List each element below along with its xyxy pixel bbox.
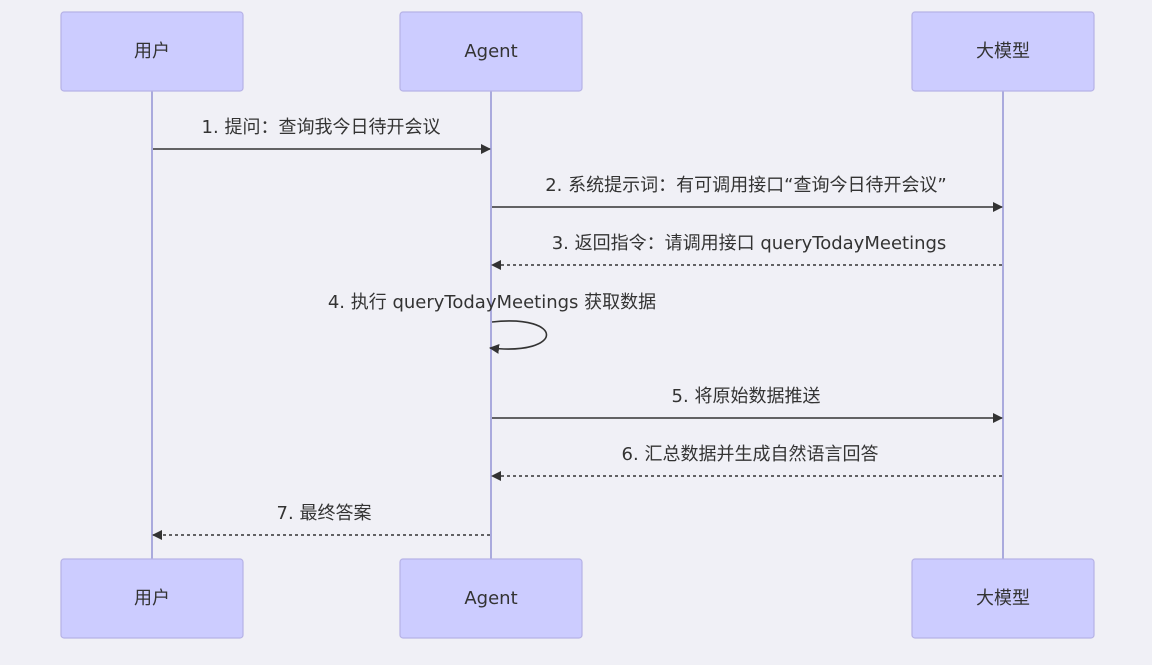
message-label: 3. 返回指令：请调用接口 queryTodayMeetings — [552, 233, 947, 254]
message-6: 6. 汇总数据并生成自然语言回答 — [491, 444, 1002, 481]
actor-user-bottom: 用户 — [60, 558, 244, 639]
message-label: 4. 执行 queryTodayMeetings 获取数据 — [328, 292, 656, 313]
message-label: 6. 汇总数据并生成自然语言回答 — [622, 444, 879, 465]
actor-label: Agent — [464, 588, 517, 609]
actor-agent-top: Agent — [399, 11, 583, 92]
message-2: 2. 系统提示词：有可调用接口“查询今日待开会议” — [492, 175, 1003, 212]
message-7: 7. 最终答案 — [152, 503, 490, 540]
actor-llm-top: 大模型 — [911, 11, 1095, 92]
message-label: 5. 将原始数据推送 — [672, 386, 821, 407]
actor-user-top: 用户 — [60, 11, 244, 92]
message-3: 3. 返回指令：请调用接口 queryTodayMeetings — [491, 233, 1002, 270]
actor-label: 大模型 — [976, 588, 1030, 609]
message-4: 4. 执行 queryTodayMeetings 获取数据 — [328, 292, 656, 354]
actor-label: 用户 — [134, 588, 170, 609]
message-label: 2. 系统提示词：有可调用接口“查询今日待开会议” — [545, 175, 947, 196]
actor-label: 用户 — [134, 41, 170, 62]
message-label: 1. 提问：查询我今日待开会议 — [202, 117, 441, 138]
message-label: 7. 最终答案 — [277, 503, 372, 524]
actor-label: 大模型 — [976, 41, 1030, 62]
message-5: 5. 将原始数据推送 — [492, 386, 1003, 423]
actor-agent-bottom: Agent — [399, 558, 583, 639]
actor-label: Agent — [464, 41, 517, 62]
message-1: 1. 提问：查询我今日待开会议 — [153, 117, 491, 154]
message-arrow — [489, 320, 548, 354]
actor-llm-bottom: 大模型 — [911, 558, 1095, 639]
